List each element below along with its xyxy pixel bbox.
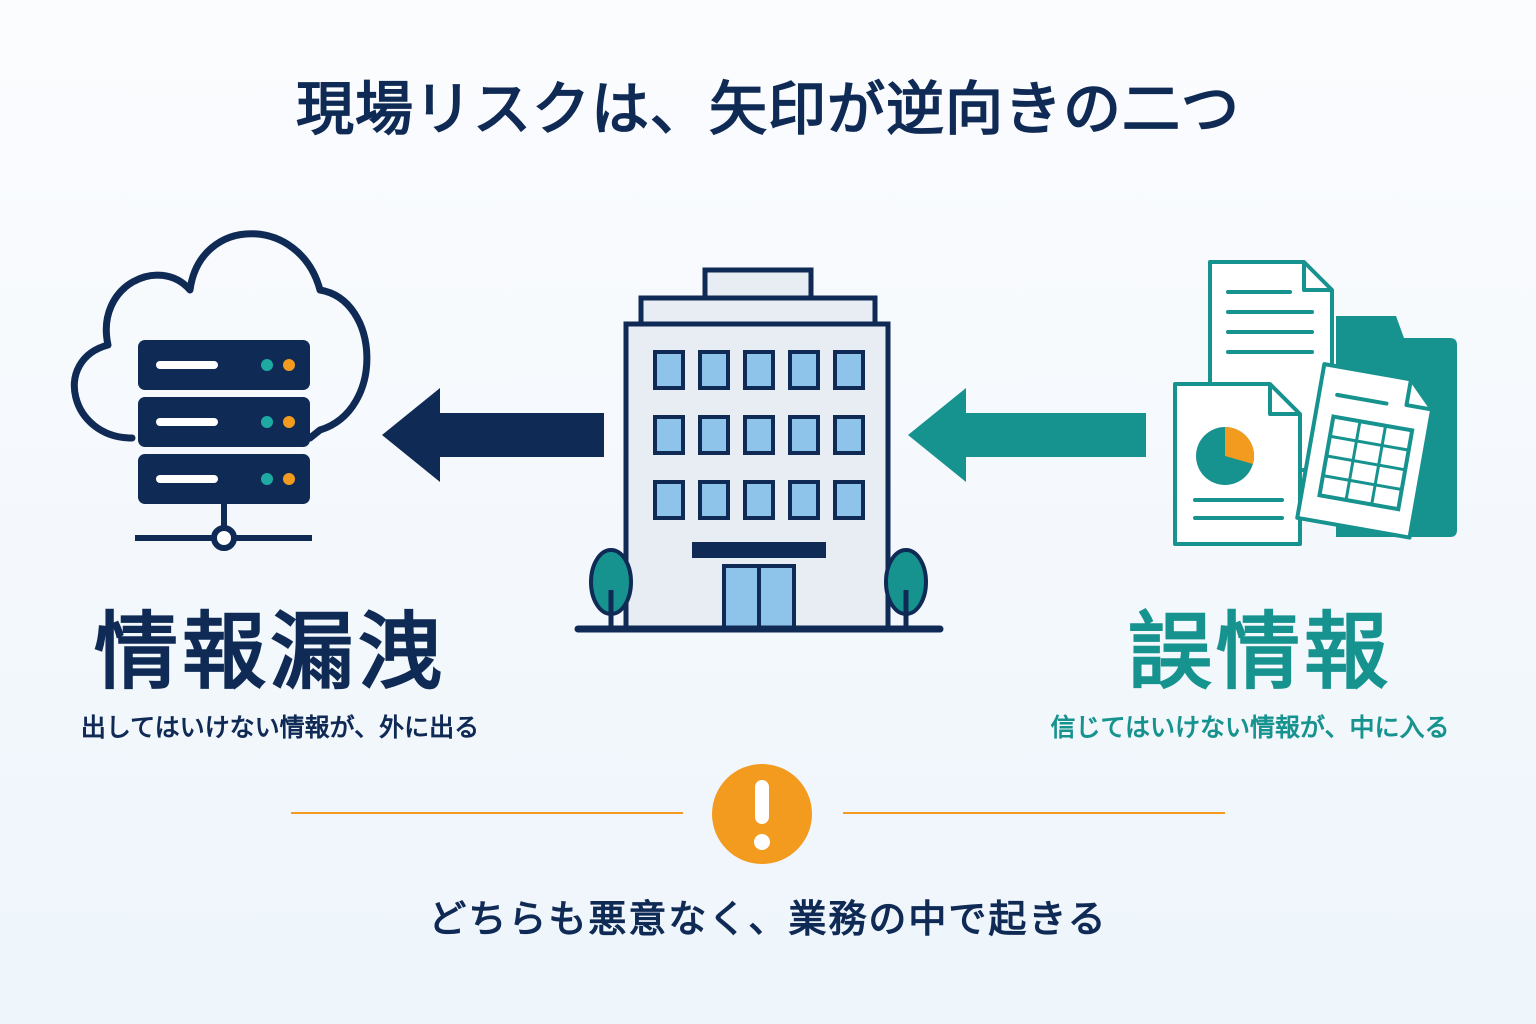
cloud-server-icon bbox=[70, 230, 371, 551]
leak-label: 情報漏洩 bbox=[93, 603, 446, 701]
misinfo-label: 誤情報 bbox=[1127, 603, 1392, 701]
misinfo-arrow bbox=[908, 388, 1146, 482]
page-title: 現場リスクは、矢印が逆向きの二つ bbox=[295, 75, 1240, 143]
leak-arrow bbox=[382, 388, 604, 482]
documents-folder-icon bbox=[1173, 260, 1457, 546]
warning-icon bbox=[712, 764, 812, 864]
leak-description: 出してはいけない情報が、外に出る bbox=[80, 713, 480, 742]
footer-message: どちらも悪意なく、業務の中で起きる bbox=[428, 897, 1108, 941]
misinfo-description: 信じてはいけない情報が、中に入る bbox=[1050, 713, 1450, 742]
office-building-icon bbox=[574, 267, 944, 633]
